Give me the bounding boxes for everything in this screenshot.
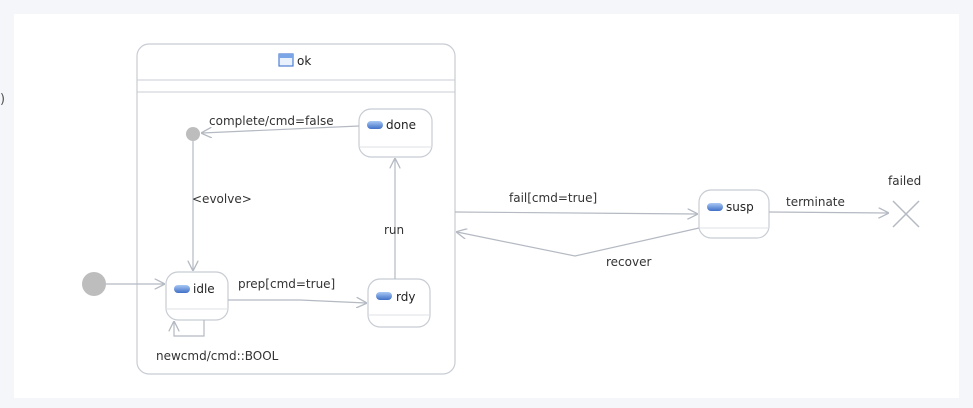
state-icon — [367, 121, 383, 129]
junction-pseudostate[interactable] — [186, 127, 200, 141]
state-icon — [707, 203, 723, 211]
transition-newcmd-label: newcmd/cmd::BOOL — [156, 349, 279, 363]
state-rdy[interactable]: rdy — [367, 278, 431, 328]
transition-complete-label: complete/cmd=false — [209, 114, 334, 128]
state-susp-label: susp — [726, 200, 754, 214]
state-done-label: done — [386, 118, 416, 132]
transition-recover[interactable] — [457, 227, 700, 257]
edge-glyph: ) — [0, 92, 6, 107]
transition-complete[interactable] — [202, 125, 360, 133]
transition-recover-label: recover — [606, 255, 651, 269]
transition-fail[interactable] — [454, 212, 697, 214]
transition-prep-label: prep[cmd=true] — [238, 277, 335, 291]
state-icon — [376, 292, 392, 300]
terminate-state[interactable] — [892, 200, 920, 228]
transition-fail-label: fail[cmd=true] — [509, 191, 597, 205]
transition-prep[interactable] — [228, 300, 366, 303]
transition-newcmd[interactable] — [174, 320, 205, 337]
composite-state-name: ok — [297, 54, 311, 68]
terminate-state-label: failed — [888, 174, 921, 188]
state-done[interactable]: done — [358, 108, 433, 158]
state-rdy-label: rdy — [396, 290, 415, 304]
state-susp[interactable]: susp — [698, 189, 770, 239]
state-idle-label: idle — [193, 282, 215, 296]
transition-run-label: run — [384, 223, 404, 237]
transition-evolve-label: <evolve> — [192, 192, 252, 206]
state-idle[interactable]: idle — [165, 271, 229, 321]
state-icon — [174, 285, 190, 293]
initial-pseudostate[interactable] — [82, 272, 106, 296]
transition-terminate[interactable] — [768, 212, 888, 213]
composite-state-icon — [278, 53, 294, 67]
transition-terminate-label: terminate — [786, 195, 845, 209]
